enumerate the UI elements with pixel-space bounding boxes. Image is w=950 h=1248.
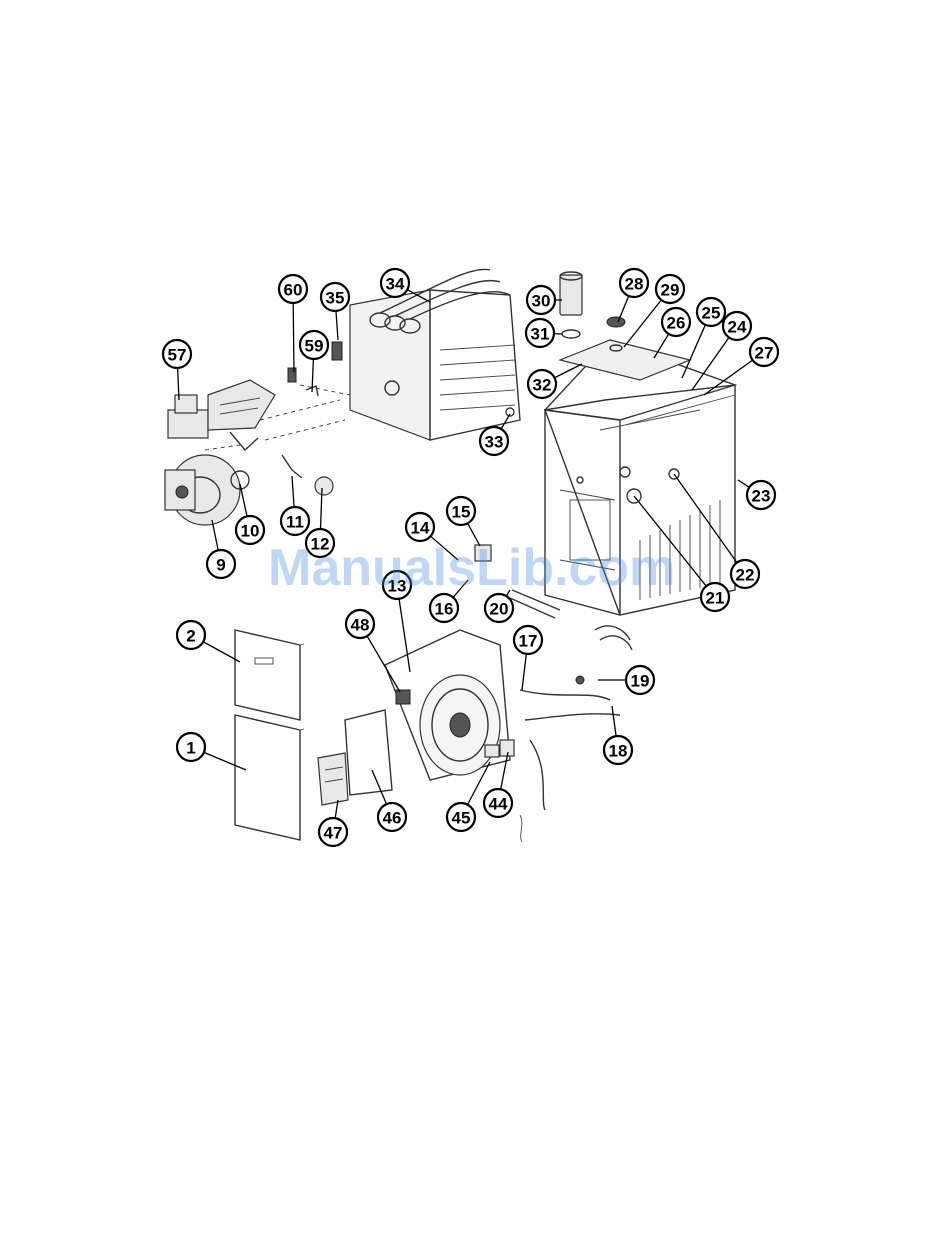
callout-14: 14 [406, 513, 434, 541]
access-doors [235, 630, 304, 840]
callout-20: 20 [485, 594, 513, 622]
callout-57: 57 [163, 340, 191, 368]
callout-number: 31 [531, 325, 550, 344]
callout-27: 27 [750, 338, 778, 366]
callout-number: 10 [241, 522, 260, 541]
callout-number: 57 [168, 346, 187, 365]
callout-number: 28 [625, 275, 644, 294]
leader-line-32 [555, 364, 582, 378]
blower-assembly [385, 630, 514, 780]
callout-number: 47 [324, 824, 343, 843]
callout-10: 10 [236, 516, 264, 544]
watermark: ManualsLib.com [268, 539, 675, 597]
leader-line-13 [399, 599, 410, 672]
callout-33: 33 [480, 427, 508, 455]
callout-number: 48 [351, 616, 370, 635]
callout-34: 34 [381, 269, 409, 297]
callout-47: 47 [319, 818, 347, 846]
callout-2: 2 [177, 621, 205, 649]
leader-line-28 [618, 296, 629, 322]
sensor-parts [282, 455, 333, 495]
leader-line-24 [692, 337, 729, 390]
callout-60: 60 [279, 275, 307, 303]
callout-number: 16 [435, 600, 454, 619]
leader-line-46 [372, 770, 387, 804]
callout-number: 45 [452, 809, 471, 828]
callout-21: 21 [701, 583, 729, 611]
leader-line-1 [204, 752, 246, 770]
leader-line-44 [501, 752, 508, 789]
callout-28: 28 [620, 269, 648, 297]
callout-44: 44 [484, 789, 512, 817]
callout-11: 11 [281, 507, 309, 535]
callout-number: 30 [532, 292, 551, 311]
callout-number: 17 [519, 632, 538, 651]
callout-23: 23 [747, 481, 775, 509]
gas-valve [168, 380, 275, 450]
callout-number: 59 [305, 337, 324, 356]
callout-31: 31 [526, 319, 554, 347]
callout-9: 9 [207, 550, 235, 578]
leader-line-17 [522, 654, 526, 690]
callout-number: 11 [286, 513, 304, 532]
leader-line-23 [738, 480, 749, 487]
callout-number: 32 [533, 376, 552, 395]
callout-25: 25 [697, 298, 725, 326]
callout-30: 30 [527, 286, 555, 314]
callout-24: 24 [723, 312, 751, 340]
callout-59: 59 [300, 331, 328, 359]
callout-35: 35 [321, 283, 349, 311]
callout-number: 21 [706, 589, 725, 608]
callout-number: 20 [490, 600, 509, 619]
callout-32: 32 [528, 370, 556, 398]
callout-number: 19 [631, 672, 650, 691]
callout-19: 19 [626, 666, 654, 694]
leader-line-60 [293, 303, 294, 372]
callout-number: 25 [702, 304, 721, 323]
callout-number: 60 [284, 281, 303, 300]
callout-number: 18 [609, 742, 628, 761]
callout-29: 29 [656, 275, 684, 303]
leader-line-29 [624, 300, 661, 347]
leader-line-33 [501, 414, 510, 429]
callout-number: 22 [736, 566, 755, 585]
leader-line-27 [704, 360, 753, 395]
callout-16: 16 [430, 594, 458, 622]
callout-number: 24 [728, 318, 747, 337]
leader-line-22 [674, 474, 737, 563]
leader-line-9 [212, 520, 218, 550]
callout-number: 1 [186, 739, 195, 758]
heat-exchanger [350, 269, 520, 440]
callout-number: 35 [326, 289, 345, 308]
callout-number: 27 [755, 344, 774, 363]
leader-line-11 [292, 476, 294, 507]
callout-number: 15 [452, 503, 471, 522]
callout-number: 44 [489, 795, 508, 814]
leader-line-35 [336, 311, 338, 340]
callout-22: 22 [731, 560, 759, 588]
callout-number: 33 [485, 433, 504, 452]
inducer-blower [165, 455, 249, 525]
callout-1: 1 [177, 733, 205, 761]
callout-18: 18 [604, 736, 632, 764]
leader-line-48 [367, 636, 400, 692]
callout-number: 9 [216, 556, 225, 575]
callout-26: 26 [662, 308, 690, 336]
callout-number: 14 [411, 519, 430, 538]
callout-number: 46 [383, 809, 402, 828]
callout-48: 48 [346, 610, 374, 638]
callout-number: 23 [752, 487, 771, 506]
callout-45: 45 [447, 803, 475, 831]
leader-line-18 [612, 706, 616, 736]
callout-17: 17 [514, 626, 542, 654]
callout-46: 46 [378, 803, 406, 831]
callout-number: 26 [667, 314, 686, 333]
callout-number: 34 [386, 275, 405, 294]
callout-number: 2 [186, 627, 195, 646]
callout-number: 29 [661, 281, 680, 300]
callout-15: 15 [447, 497, 475, 525]
